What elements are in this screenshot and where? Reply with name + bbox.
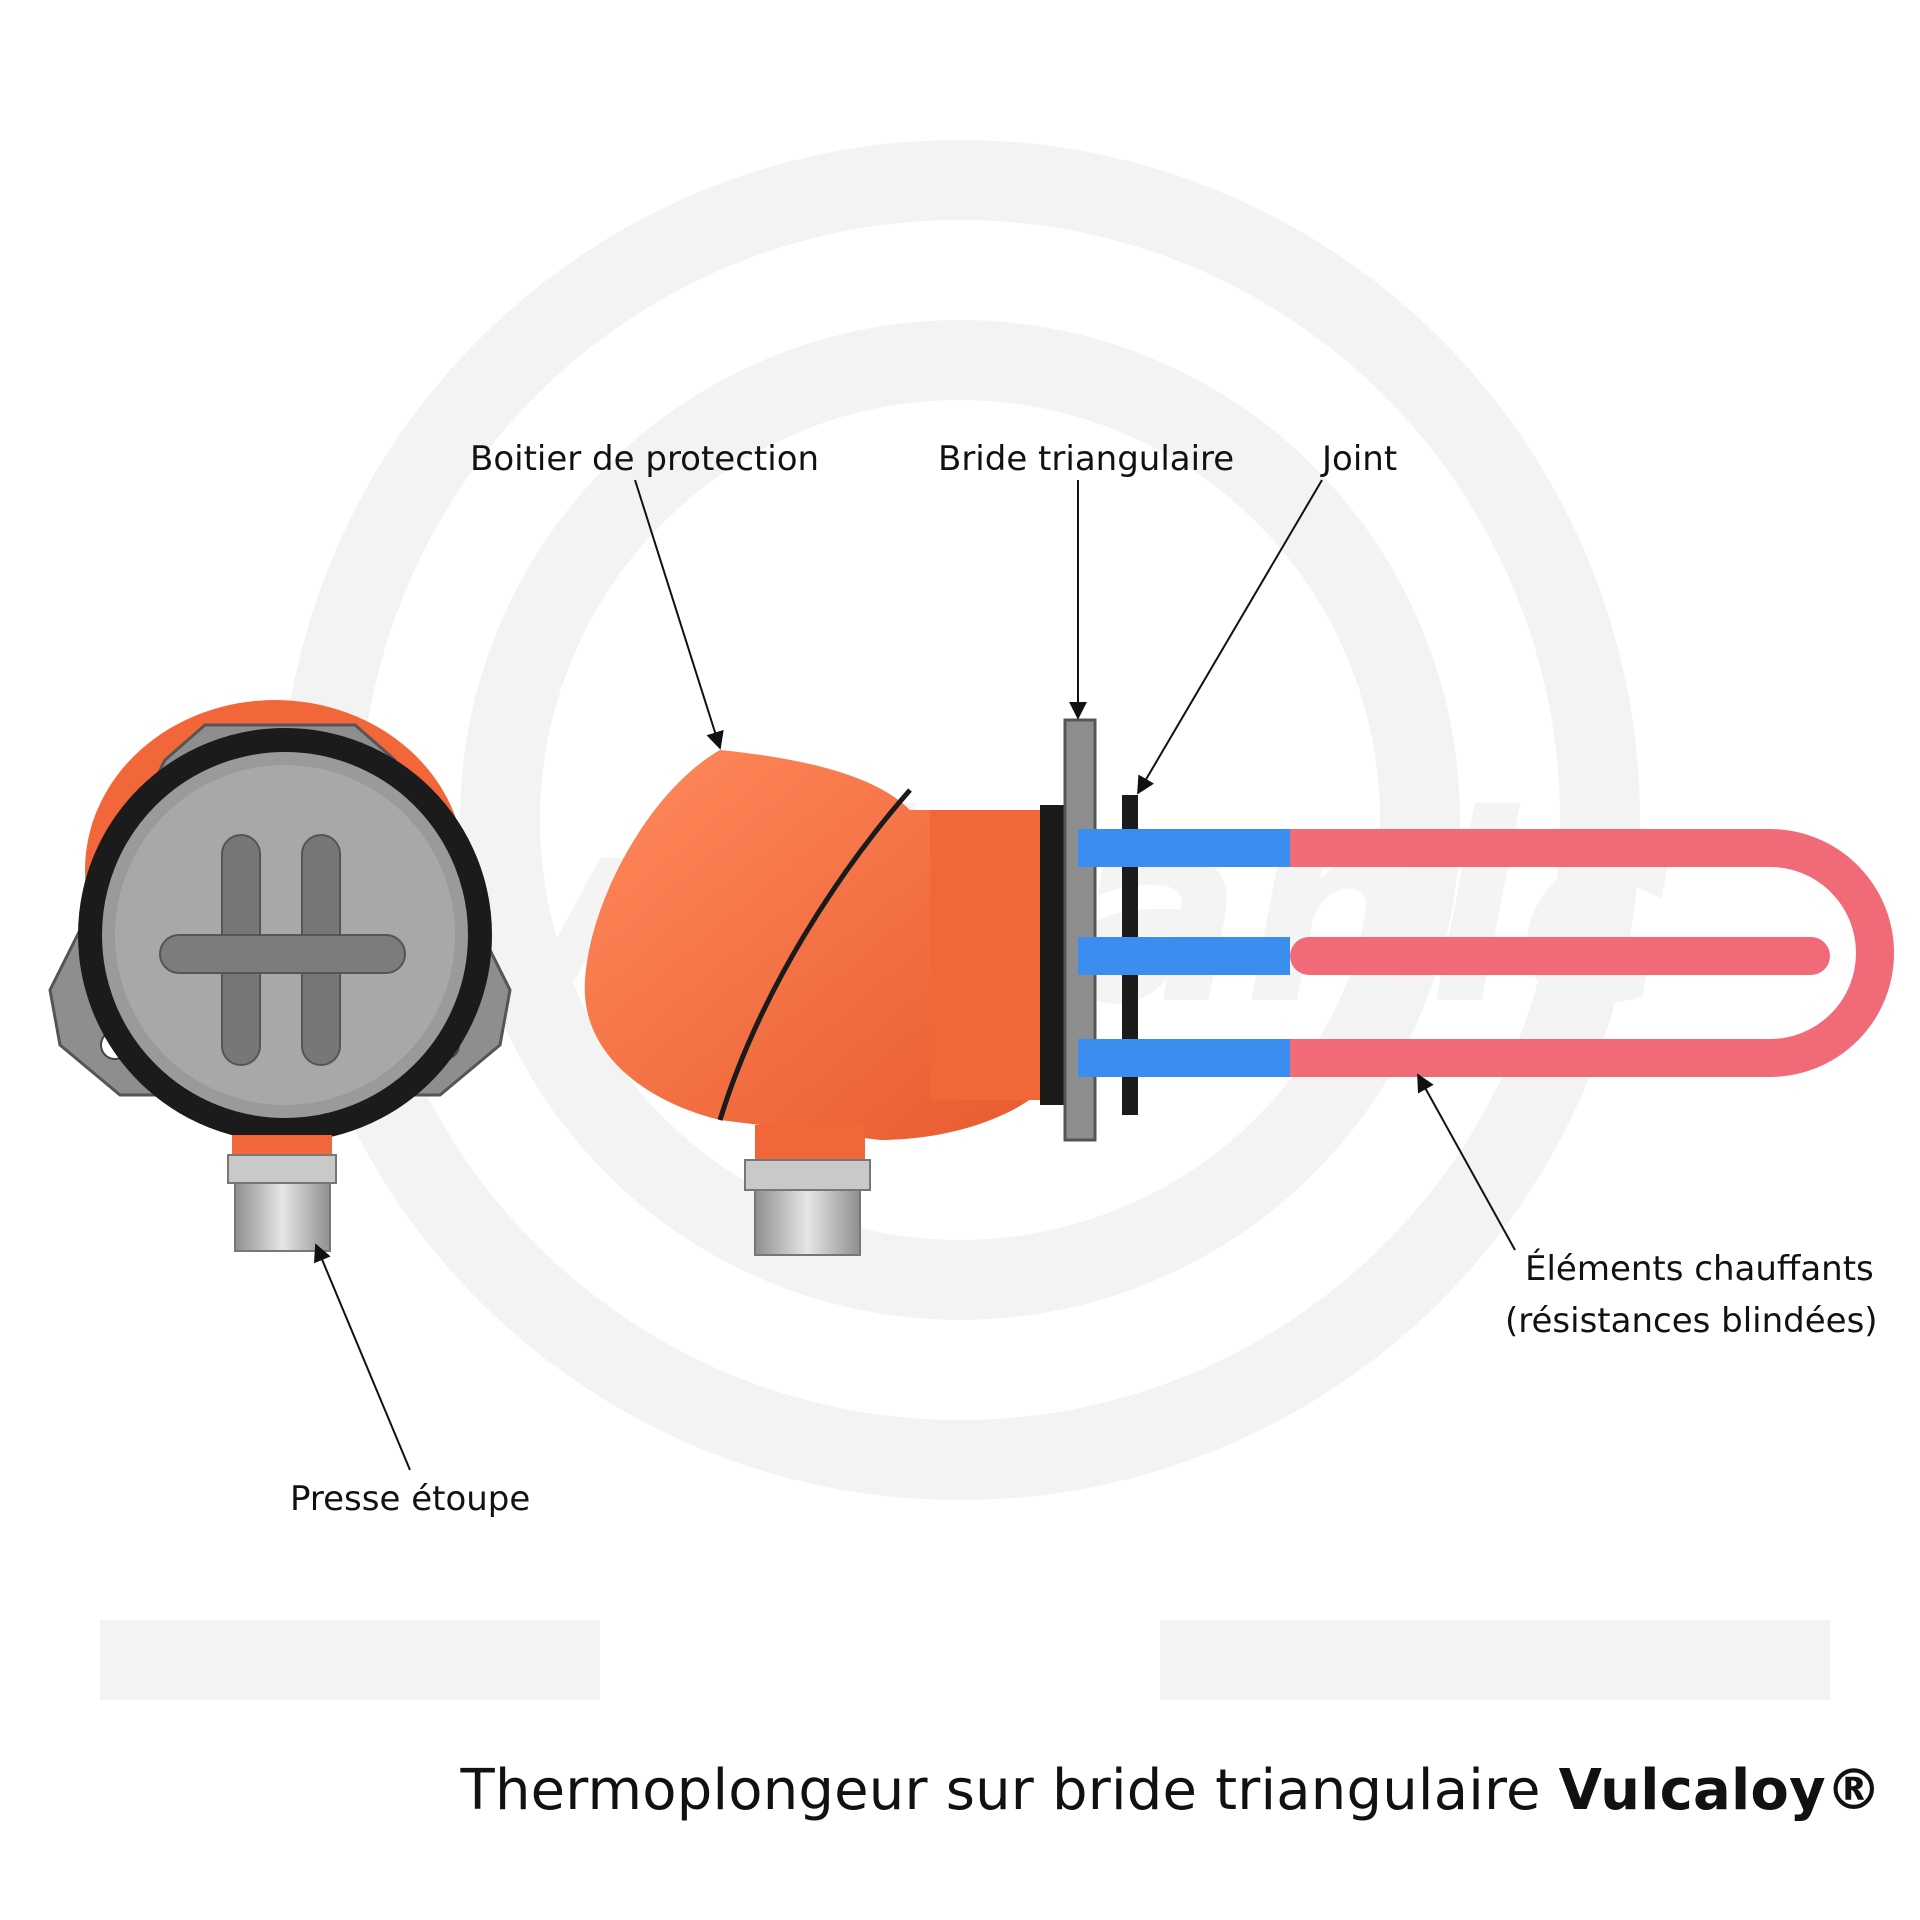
side-gland-body bbox=[754, 1189, 861, 1256]
label-elements-line1: Éléments chauffants bbox=[1525, 1248, 1874, 1289]
side-view bbox=[584, 718, 1894, 1256]
heating-elements bbox=[1078, 829, 1894, 1077]
leader-gasket bbox=[1137, 479, 1323, 795]
title-main: Thermoplongeur sur bride triangulaire bbox=[460, 1758, 1559, 1823]
leader-lines bbox=[313, 479, 1516, 1471]
side-housing-neck bbox=[930, 810, 1050, 1100]
front-view bbox=[48, 700, 512, 1252]
label-housing: Boitier de protection bbox=[470, 439, 819, 479]
label-gland: Presse étoupe bbox=[290, 1479, 530, 1519]
label-gasket: Joint bbox=[1320, 439, 1397, 479]
front-gland-nut bbox=[227, 1154, 337, 1184]
leader-gland bbox=[313, 1243, 411, 1471]
leader-elements bbox=[1417, 1073, 1516, 1251]
leader-housing bbox=[634, 479, 724, 750]
heating-element-middle bbox=[1290, 937, 1830, 975]
label-flange: Bride triangulaire bbox=[938, 439, 1234, 479]
front-gland-body bbox=[234, 1182, 331, 1252]
heating-element-outer-loop bbox=[1290, 829, 1894, 1077]
cold-zone-top bbox=[1078, 829, 1290, 867]
side-flange-ring bbox=[1040, 805, 1068, 1105]
label-elements-line2: (résistances blindées) bbox=[1505, 1301, 1878, 1341]
diagram-title: Thermoplongeur sur bride triangulaire Vu… bbox=[461, 1758, 1882, 1823]
title-brand: Vulcaloy® bbox=[1558, 1758, 1882, 1823]
cold-zone-bottom bbox=[1078, 1039, 1290, 1077]
front-gland-collar bbox=[232, 1135, 332, 1155]
cold-zone-middle bbox=[1078, 937, 1290, 975]
side-housing-seam bbox=[717, 788, 912, 1121]
side-gland-nut bbox=[744, 1159, 871, 1191]
tube-end-horizontal bbox=[159, 934, 406, 974]
side-gland-collar bbox=[755, 1125, 865, 1160]
